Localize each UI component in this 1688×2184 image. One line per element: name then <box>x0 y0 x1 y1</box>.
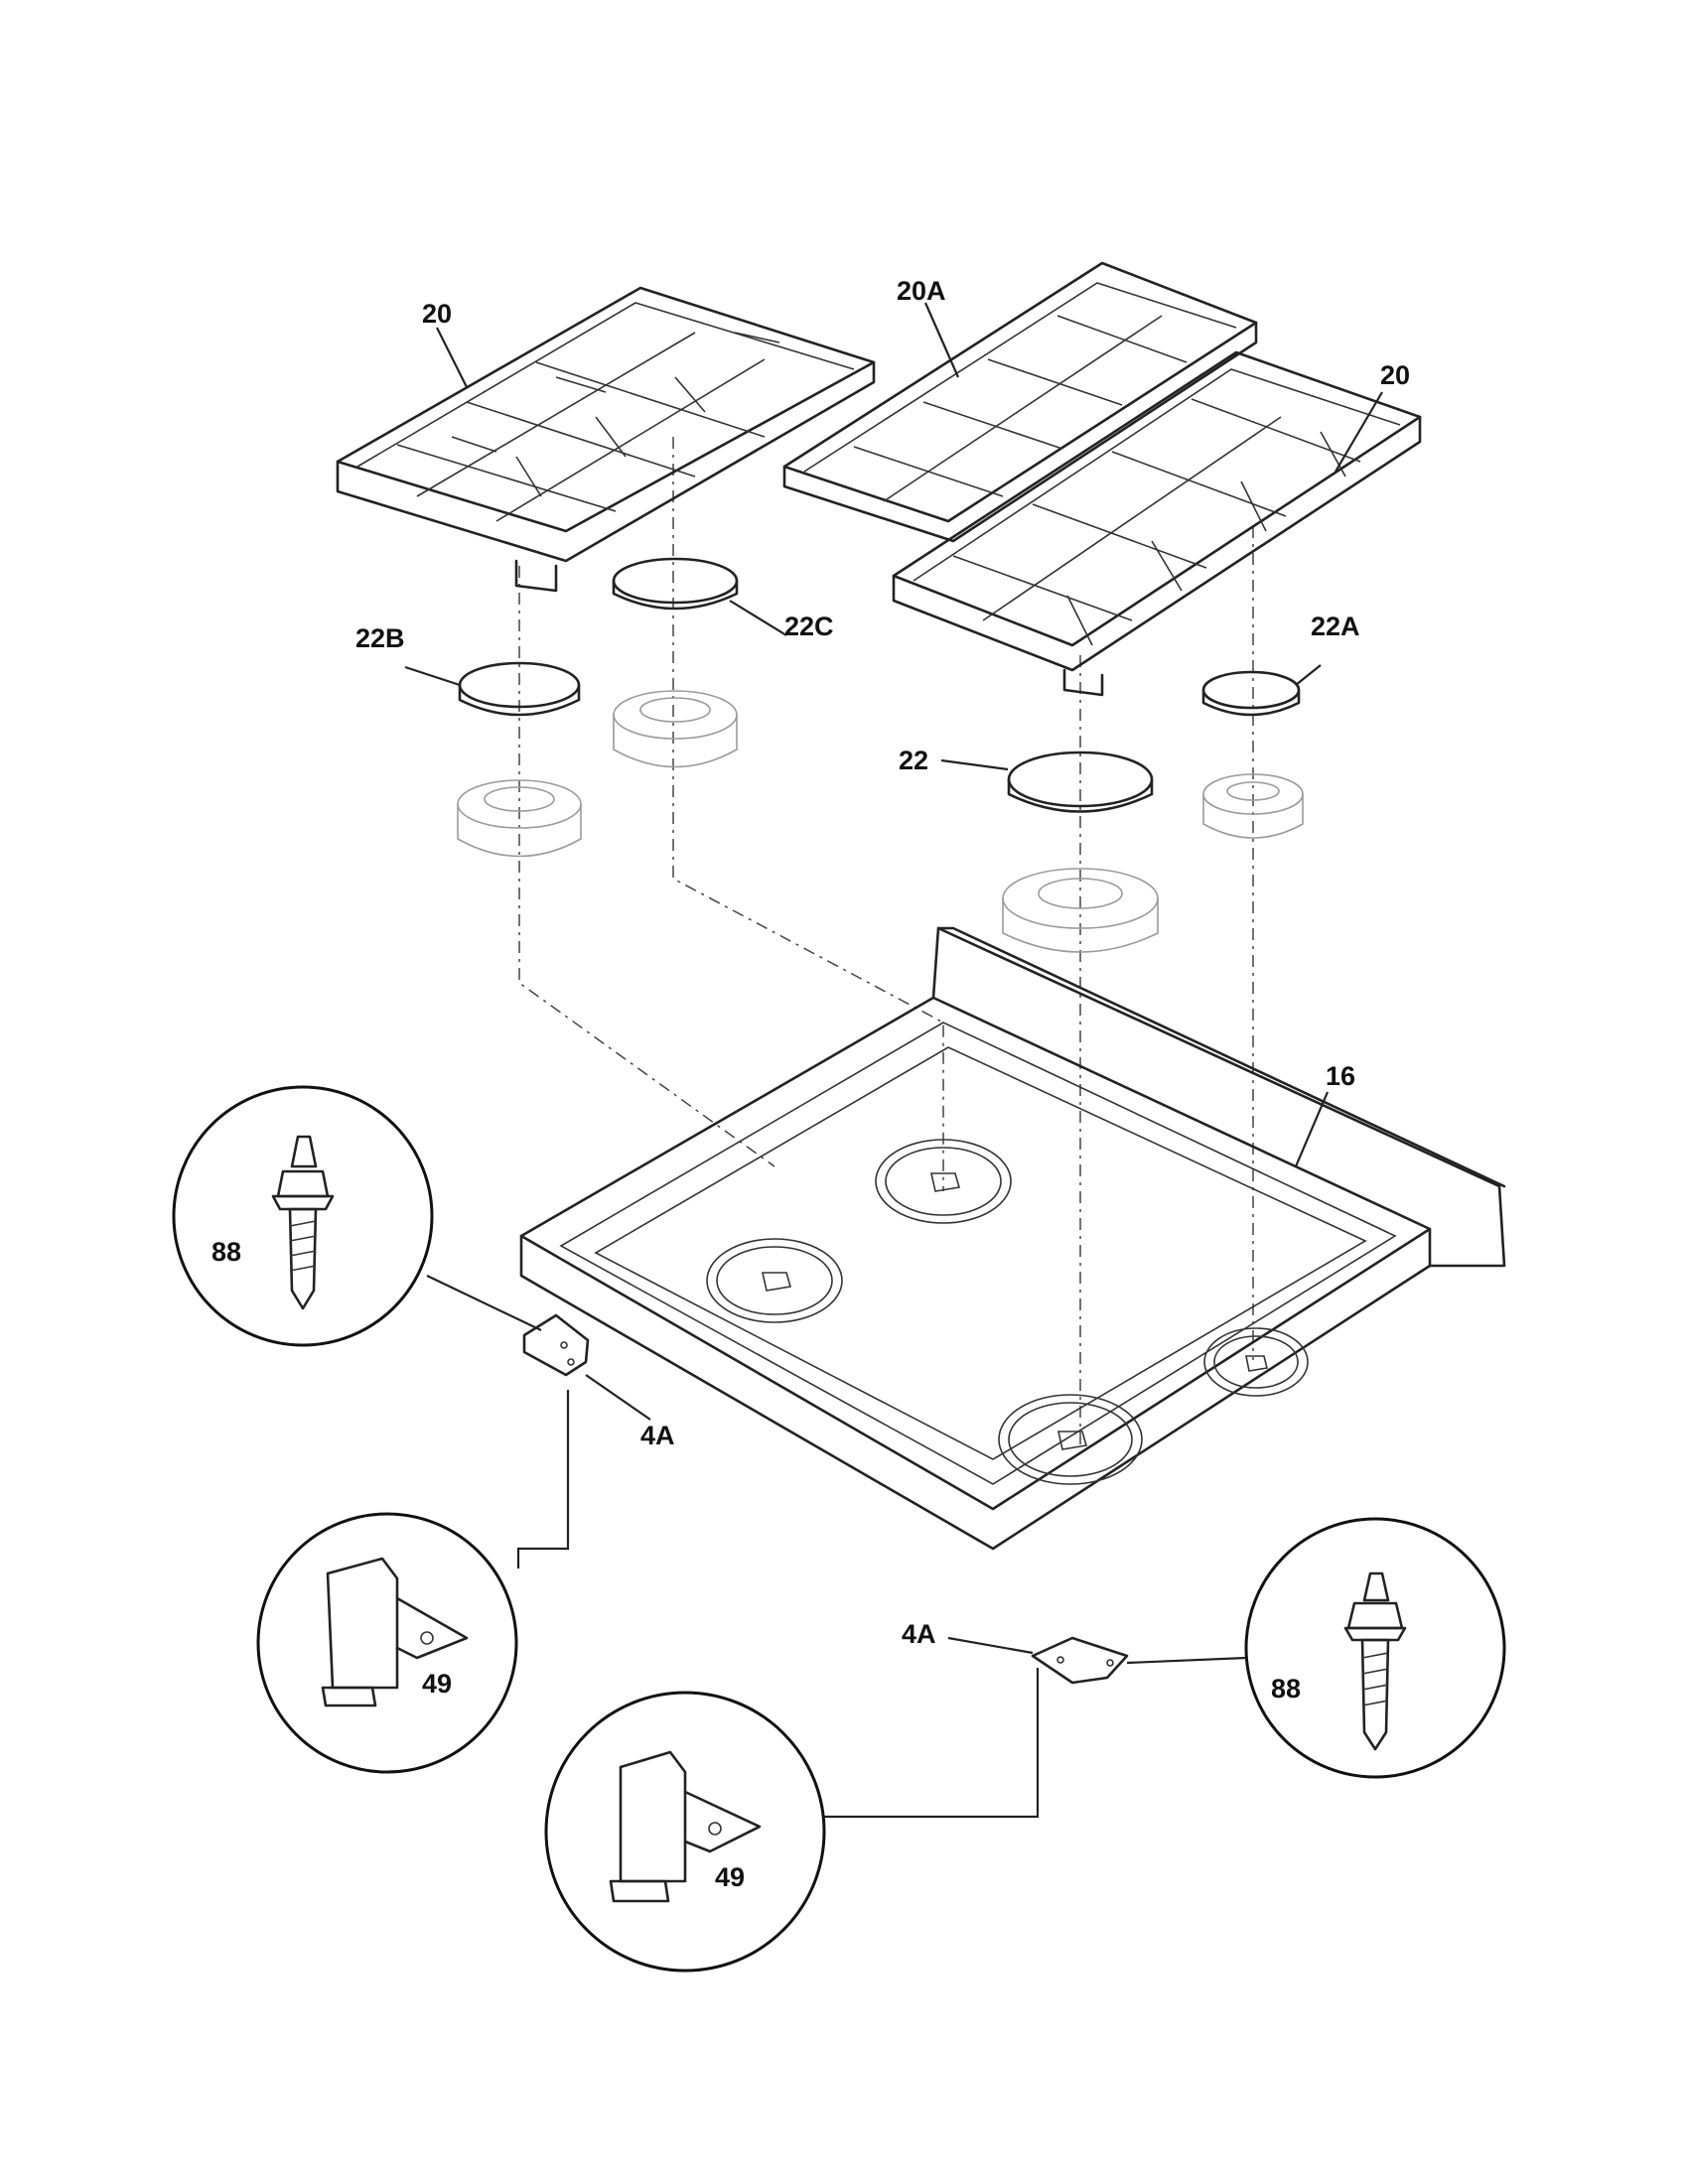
cooktop <box>519 926 1506 1551</box>
callout-49-left: 49 <box>422 1669 452 1699</box>
callout-20-left: 20 <box>422 299 452 329</box>
callout-4A-left: 4A <box>640 1421 675 1450</box>
left-grate <box>336 286 876 593</box>
callout-16: 16 <box>1326 1061 1355 1091</box>
burner-cap-22A <box>1201 670 1301 717</box>
burner-cap-22B <box>458 661 581 717</box>
bracket-left <box>522 1313 590 1377</box>
right-grate <box>892 350 1422 697</box>
callout-22B: 22B <box>355 623 405 653</box>
alignment-lines <box>518 437 1254 1449</box>
callout-88-left: 88 <box>211 1237 241 1267</box>
detail-stud-left <box>172 1085 434 1347</box>
burner-cap-22 <box>1007 751 1154 813</box>
detail-clip-left <box>256 1512 518 1774</box>
detail-clip-right <box>544 1691 826 1973</box>
burner-cap-22C <box>612 557 739 611</box>
callout-22A: 22A <box>1311 612 1360 641</box>
callout-20A: 20A <box>897 276 946 306</box>
callout-22: 22 <box>899 746 928 775</box>
callout-labels: 20 20A 20 22B 22C 22A 22 16 88 4A 49 4A … <box>211 276 1410 1892</box>
callout-20-right: 20 <box>1380 360 1410 390</box>
callout-4A-right: 4A <box>902 1619 936 1649</box>
detail-connectors <box>426 1275 1247 1819</box>
callout-88-right: 88 <box>1271 1674 1301 1704</box>
burner-head-left <box>457 779 582 858</box>
bracket-right <box>1031 1636 1129 1685</box>
burner-head-right-small <box>1202 773 1304 839</box>
callout-49-right: 49 <box>715 1862 745 1892</box>
burner-head-center <box>613 690 738 768</box>
detail-stud-right <box>1244 1517 1506 1779</box>
leader-lines <box>404 302 1383 1655</box>
burner-head-right-large <box>1002 868 1159 953</box>
center-grate <box>782 261 1258 543</box>
callout-22C: 22C <box>784 612 834 641</box>
